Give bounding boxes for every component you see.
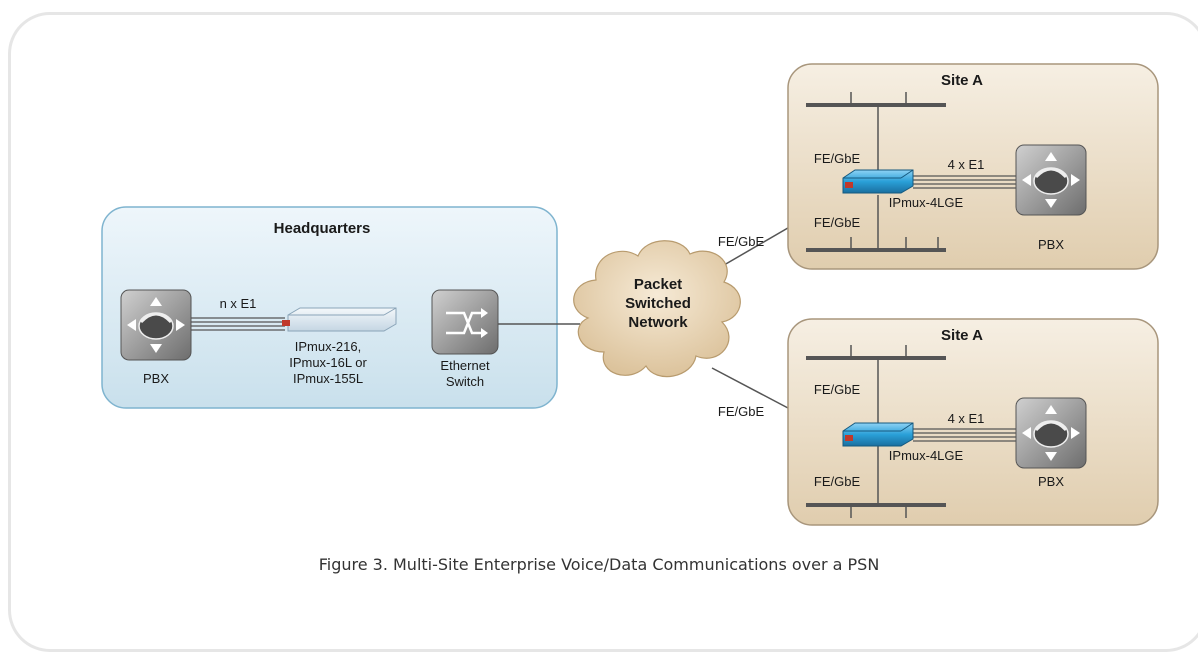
packet-switched-network-cloud: Packet Switched Network [573,240,741,378]
site1-bottom-bus [806,195,946,252]
hq-pbx-icon [120,289,192,361]
site2-e1-link [913,428,1016,442]
switch-label-2: Switch [446,374,484,389]
site1-pbx-icon [1015,144,1087,216]
upper-link-label: FE/GbE [718,234,765,249]
cloud-line-2: Switched [625,295,691,312]
site-zone-2: Site A FE/GbE FE/GbE 4 x E1 I [787,318,1159,526]
site2-bottom-bus [806,444,946,518]
site2-pbx-icon [1015,397,1087,469]
headquarters-title: Headquarters [274,220,371,237]
site2-bottom-bus-label: FE/GbE [814,474,861,489]
site2-e1-label: 4 x E1 [948,411,985,426]
cloud-line-1: Packet [634,276,682,293]
headquarters-zone: Headquarters PBX n x E1 IPmux-216, [101,206,558,409]
site2-top-bus-label: FE/GbE [814,382,861,397]
ethernet-switch-icon [431,289,499,355]
site1-ipmux-device [842,169,914,194]
site1-e1-link [913,175,1016,189]
site1-device-label: IPmux-4LGE [889,195,964,210]
lower-link-label: FE/GbE [718,404,765,419]
hq-ipmux-device [282,307,397,332]
hq-ipmux-label-1: IPmux-216, [295,339,361,354]
figure-caption: Figure 3. Multi-Site Enterprise Voice/Da… [318,555,880,574]
site1-top-bus [806,92,946,180]
site-zone-1: Site A FE/GbE FE/GbE 4 x E1 [787,63,1159,270]
switch-label-1: Ethernet [440,358,490,373]
site2-ipmux-device [842,422,914,447]
hq-ipmux-label-2: IPmux-16L or [289,355,367,370]
site2-top-bus [806,345,946,429]
site2-pbx-label: PBX [1038,474,1064,489]
site2-device-label: IPmux-4LGE [889,448,964,463]
hq-ipmux-label-3: IPmux-155L [293,371,363,386]
hq-pbx-label: PBX [143,371,169,386]
cloud-line-3: Network [628,314,688,331]
site1-e1-label: 4 x E1 [948,157,985,172]
hq-e1-link [191,317,285,331]
site1-pbx-label: PBX [1038,237,1064,252]
network-diagram: Headquarters PBX n x E1 IPmux-216, [101,63,1159,526]
hq-e1-label: n x E1 [220,296,257,311]
site2-title: Site A [941,327,983,344]
site1-bottom-bus-label: FE/GbE [814,215,861,230]
site1-title: Site A [941,72,983,89]
site1-top-bus-label: FE/GbE [814,151,861,166]
